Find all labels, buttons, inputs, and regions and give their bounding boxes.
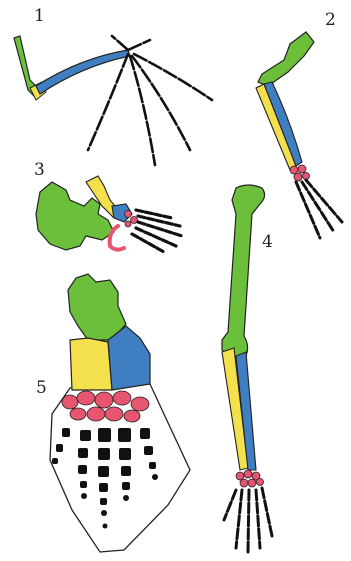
arm2-digits <box>296 180 342 238</box>
limb-3-forelimb <box>36 176 182 252</box>
human-carpals <box>236 470 264 487</box>
limb-5-flipper <box>50 274 190 552</box>
limb-1-bat-wing <box>14 36 212 165</box>
figure-label-3: 3 <box>34 162 45 179</box>
limb3-digits <box>132 210 182 252</box>
arm2-carpals <box>290 165 310 181</box>
limb3-carpal-hook <box>110 226 124 250</box>
figure-label-2: 2 <box>325 12 336 29</box>
figure-label-5: 5 <box>36 380 47 397</box>
limb-2-arm <box>256 32 342 238</box>
flipper-radius <box>70 338 112 390</box>
figure-label-4: 4 <box>262 234 273 251</box>
flipper-ulna <box>108 326 150 390</box>
human-humerus <box>222 185 265 358</box>
figure-label-1: 1 <box>34 8 45 25</box>
arm2-humerus <box>258 32 314 86</box>
flipper-humerus <box>68 274 126 340</box>
human-digits <box>224 488 272 552</box>
